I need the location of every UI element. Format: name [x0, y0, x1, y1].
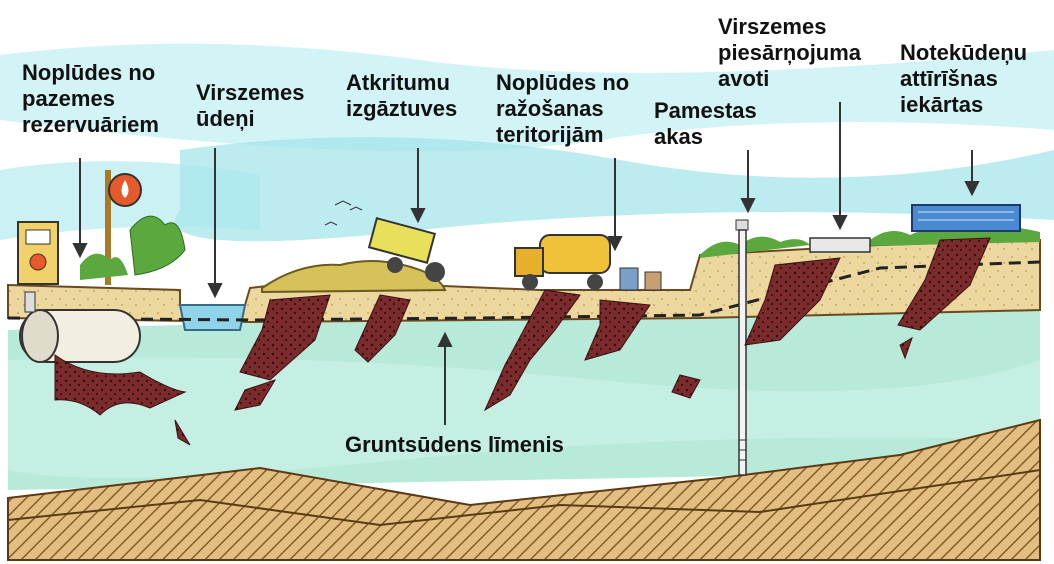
label-surface-pollution-sources: Virszemes piesārņojuma avoti	[718, 14, 861, 92]
industrial-site	[515, 235, 661, 290]
label-water-table: Gruntsūdens līmenis	[345, 432, 564, 458]
label-industrial-leaks: Noplūdes no ražošanas teritorijām	[496, 70, 629, 148]
label-landfills: Atkritumu izgāztuves	[346, 70, 457, 122]
label-underground-tank-leaks: Noplūdes no pazemes rezervuāriem	[22, 60, 159, 138]
wastewater-plant	[912, 205, 1020, 231]
label-wastewater-plants: Notekūdeņu attīrīšnas iekārtas	[900, 40, 1027, 118]
label-abandoned-wells: Pamestas akas	[654, 98, 757, 150]
label-surface-water: Virszemes ūdeņi	[196, 80, 304, 132]
surface-water-pond	[180, 305, 245, 330]
surface-pollution-source	[810, 238, 870, 252]
